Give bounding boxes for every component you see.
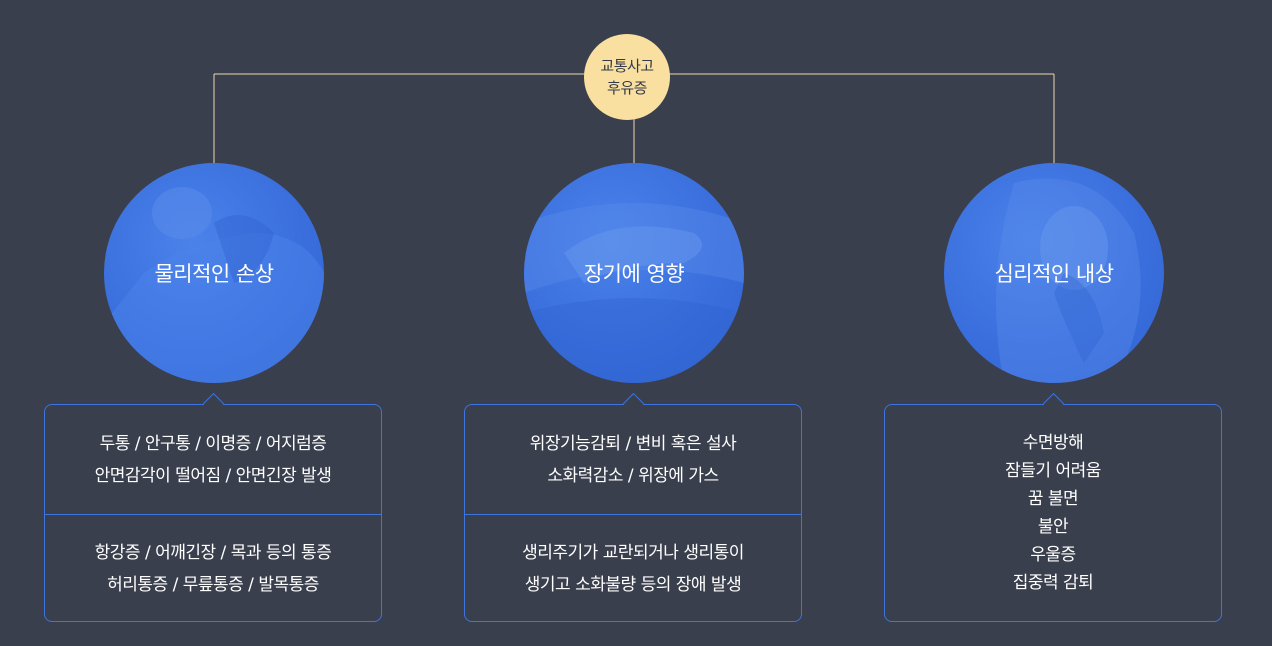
symptom-line: 수면방해 xyxy=(1022,433,1084,453)
symptom-line: 소화력감소 / 위장에 가스 xyxy=(547,465,719,486)
root-label-line1: 교통사고 xyxy=(600,57,654,75)
category-circle-organ: 장기에 영향 xyxy=(524,163,744,383)
symptom-box-physical: 두통 / 안구통 / 이명증 / 어지럼증 안면감각이 떨어짐 / 안면긴장 발… xyxy=(44,404,382,622)
symptom-line: 집중력 감퇴 xyxy=(1012,573,1094,593)
abdomen-illustration xyxy=(524,203,744,383)
symptom-line: 두통 / 안구통 / 이명증 / 어지럼증 xyxy=(99,433,327,454)
symptom-line: 안면감각이 떨어짐 / 안면긴장 발생 xyxy=(94,465,332,486)
category-title: 물리적인 손상 xyxy=(154,262,274,286)
symptom-line: 생리주기가 교란되거나 생리통이 xyxy=(522,542,744,563)
stressed-woman-illustration xyxy=(996,178,1141,383)
symptom-line: 생기고 소화불량 등의 장애 발생 xyxy=(524,574,742,595)
symptom-line: 불안 xyxy=(1037,517,1069,537)
symptom-line: 항강증 / 어깨긴장 / 목과 등의 통증 xyxy=(94,542,332,563)
neck-pain-illustration xyxy=(104,187,324,383)
symptom-box-organ: 위장기능감퇴 / 변비 혹은 설사 소화력감소 / 위장에 가스 생리주기가 교… xyxy=(464,404,802,622)
symptom-line: 우울증 xyxy=(1030,545,1076,565)
symptom-section: 수면방해 잠들기 어려움 꿈 불면 불안 우울증 집중력 감퇴 xyxy=(885,405,1221,621)
symptom-line: 위장기능감퇴 / 변비 혹은 설사 xyxy=(529,433,737,454)
symptom-line: 허리통증 / 무릎통증 / 발목통증 xyxy=(107,574,319,595)
category-circle-psychological: 심리적인 내상 xyxy=(944,163,1164,383)
category-title: 장기에 영향 xyxy=(583,262,685,286)
root-node: 교통사고 후유증 xyxy=(584,34,670,120)
symptom-box-psychological: 수면방해 잠들기 어려움 꿈 불면 불안 우울증 집중력 감퇴 xyxy=(884,404,1222,622)
symptom-line: 잠들기 어려움 xyxy=(1005,461,1101,481)
symptom-section-top: 두통 / 안구통 / 이명증 / 어지럼증 안면감각이 떨어짐 / 안면긴장 발… xyxy=(45,405,381,515)
symptom-section-bottom: 항강증 / 어깨긴장 / 목과 등의 통증 허리통증 / 무릎통증 / 발목통증 xyxy=(45,515,381,622)
category-circle-physical: 물리적인 손상 xyxy=(104,163,324,383)
root-label-line2: 후유증 xyxy=(607,79,647,97)
symptom-section-top: 위장기능감퇴 / 변비 혹은 설사 소화력감소 / 위장에 가스 xyxy=(465,405,801,515)
symptom-line: 꿈 불면 xyxy=(1027,489,1079,509)
category-title: 심리적인 내상 xyxy=(994,262,1114,286)
symptom-section-bottom: 생리주기가 교란되거나 생리통이 생기고 소화불량 등의 장애 발생 xyxy=(465,515,801,622)
